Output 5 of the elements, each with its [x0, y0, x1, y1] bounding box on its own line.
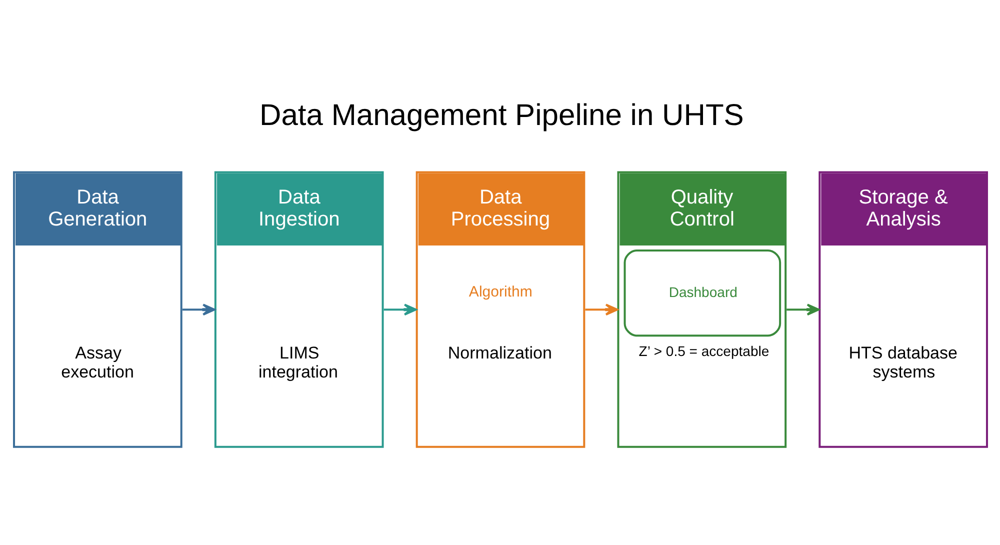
arrow — [182, 304, 215, 316]
arrow — [584, 304, 618, 316]
diagram-title: Data Management Pipeline in UHTS — [259, 99, 744, 132]
arrow — [383, 304, 416, 316]
arrow — [786, 304, 820, 316]
